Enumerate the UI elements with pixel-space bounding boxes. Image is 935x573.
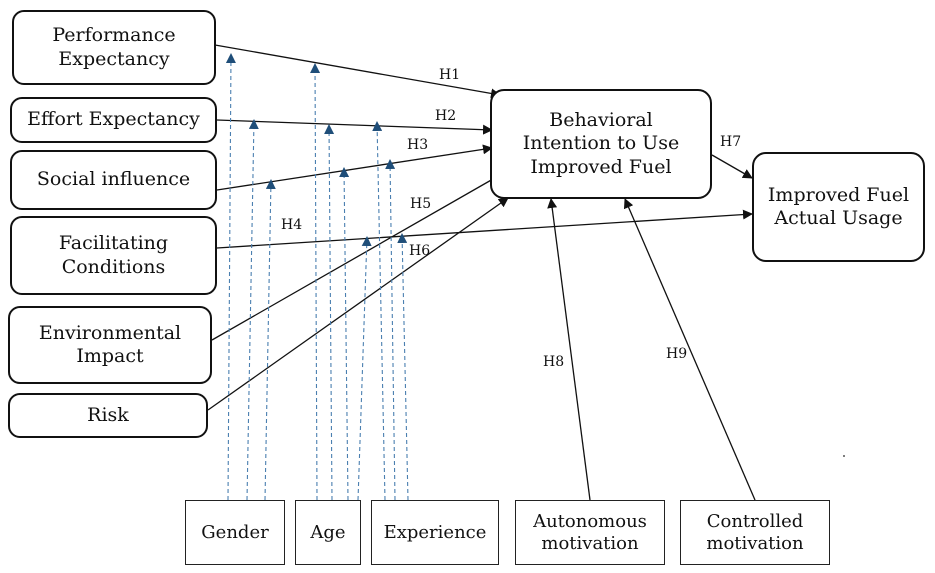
moderator-path-age-h3 (339, 167, 350, 501)
construct-label-line: Improved Fuel (767, 183, 910, 206)
hypothesis-label-h2: H2 (435, 108, 457, 124)
construct-social-influence: Social influence (10, 150, 217, 210)
construct-behavioral-intention: Behavioral Intention to Use Improved Fue… (490, 89, 712, 199)
moderator-label-line: Gender (201, 521, 269, 543)
construct-label-line: Facilitating (58, 232, 169, 255)
path-h4 (216, 209, 753, 249)
construct-performance-expectancy: Performance Expectancy (12, 10, 216, 85)
moderator-autonomous-motivation: Autonomous motivation (515, 500, 665, 565)
moderator-label-line: Age (310, 521, 346, 543)
hypothesis-label-h4: H4 (281, 217, 303, 233)
construct-facilitating-conditions: Facilitating Conditions (10, 216, 217, 295)
construct-label-line: Expectancy (58, 47, 170, 70)
construct-environmental-impact: Environmental Impact (8, 306, 212, 384)
moderator-label-line: Controlled (706, 510, 804, 532)
stray-dot-mark (843, 455, 845, 457)
hypothesis-label-h5: H5 (410, 196, 432, 212)
construct-actual-usage: Improved Fuel Actual Usage (752, 152, 925, 262)
moderator-path-gender-h1 (225, 53, 236, 501)
construct-label-line: Risk (87, 403, 129, 426)
hypothesis-label-h3: H3 (407, 137, 429, 153)
construct-risk: Risk (8, 393, 208, 438)
moderator-path-experience-h6 (397, 233, 409, 501)
construct-label-line: Impact (76, 345, 144, 367)
path-h5 (211, 174, 501, 341)
moderator-label-line: Autonomous (533, 510, 647, 532)
construct-label-line: Actual Usage (774, 207, 903, 229)
path-h1 (214, 44, 501, 99)
path-h7 (711, 154, 753, 179)
hypothesis-label-h1: H1 (439, 67, 461, 83)
moderator-controlled-motivation: Controlled motivation (680, 500, 830, 565)
moderator-path-gender-h2 (246, 119, 259, 501)
construct-label-line: Environmental (38, 321, 182, 344)
construct-label-line: Intention to Use (522, 132, 680, 155)
moderator-gender: Gender (185, 500, 285, 565)
hypothesis-label-h7: H7 (720, 134, 742, 150)
path-h2 (216, 119, 493, 135)
path-h3 (216, 144, 493, 191)
moderator-label-line: motivation (706, 532, 804, 554)
path-h9 (623, 198, 756, 501)
moderator-label-line: Experience (383, 521, 487, 543)
moderator-path-experience-h3 (385, 159, 396, 501)
construct-label-line: Improved Fuel (530, 155, 672, 178)
moderator-path-age-h1 (310, 63, 321, 501)
hypothesis-label-h8: H8 (543, 354, 565, 370)
construct-label-line: Conditions (61, 255, 166, 278)
construct-label-line: Performance (52, 24, 176, 47)
moderator-age: Age (295, 500, 361, 565)
construct-label-line: Social influence (36, 168, 191, 191)
moderator-label-line: motivation (541, 532, 639, 554)
moderator-path-age-h2 (324, 124, 335, 501)
moderator-experience: Experience (371, 500, 499, 565)
construct-label-line: Effort Expectancy (27, 108, 200, 131)
moderator-path-experience-h5 (357, 236, 372, 501)
hypothesis-label-h9: H9 (666, 346, 688, 362)
moderator-path-gender-h3 (264, 179, 276, 501)
construct-effort-expectancy: Effort Expectancy (10, 97, 217, 143)
construct-label-line: Behavioral (549, 109, 653, 132)
moderator-path-experience-h2 (372, 121, 386, 501)
hypothesis-label-h6: H6 (409, 243, 431, 259)
path-h8 (547, 198, 591, 501)
path-h6 (207, 197, 509, 411)
